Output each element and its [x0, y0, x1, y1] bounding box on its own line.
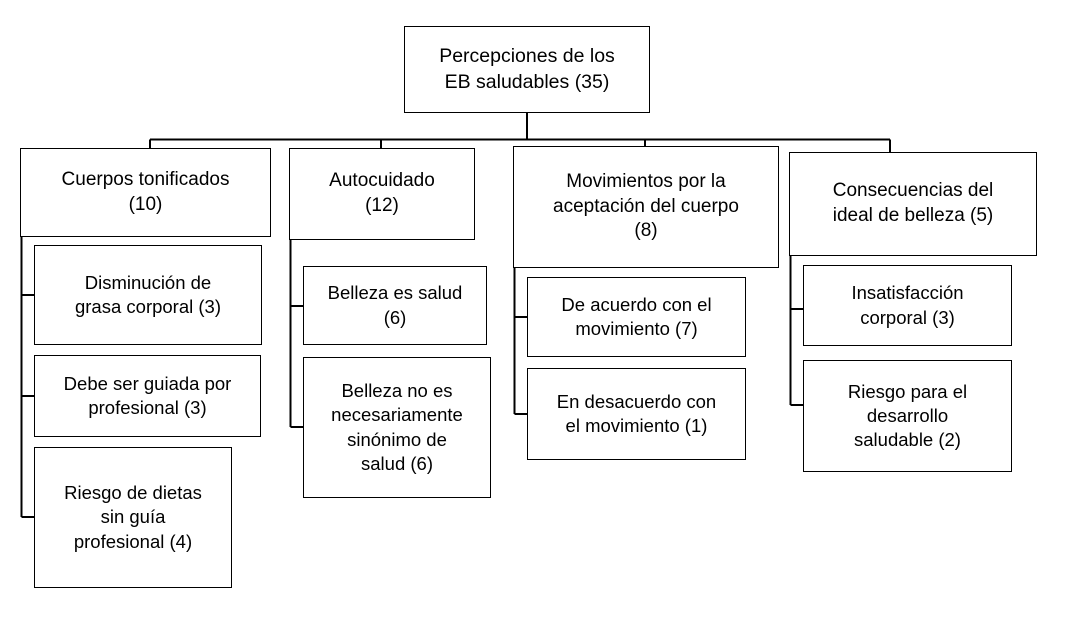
node-sub-belleza-no-sinonimo-salud-label: Belleza no es necesariamente sinónimo de…: [331, 380, 463, 474]
node-sub-de-acuerdo-movimiento[interactable]: De acuerdo con el movimiento (7): [527, 277, 746, 357]
node-sub-debe-ser-guiada-profesional-label: Debe ser guiada por profesional (3): [63, 372, 232, 418]
node-category-cuerpos-tonificados[interactable]: Cuerpos tonificados (10): [20, 148, 271, 237]
node-sub-disminucion-grasa-corporal-label: Disminución de grasa corporal (3): [74, 271, 221, 317]
node-sub-insatisfaccion-corporal-label: Insatisfacción corporal (3): [851, 282, 964, 328]
node-sub-riesgo-desarrollo-saludable[interactable]: Riesgo para el desarrollo saludable (2): [803, 360, 1012, 472]
node-sub-insatisfaccion-corporal[interactable]: Insatisfacción corporal (3): [803, 265, 1012, 346]
node-root-label: Percepciones de los EB saludables (35): [439, 45, 615, 93]
node-sub-disminucion-grasa-corporal[interactable]: Disminución de grasa corporal (3): [34, 245, 262, 345]
node-sub-riesgo-desarrollo-saludable-label: Riesgo para el desarrollo saludable (2): [847, 380, 968, 451]
node-category-movimientos-aceptacion-cuerpo-label: Movimientos por la aceptación del cuerpo…: [553, 170, 739, 242]
node-sub-belleza-no-sinonimo-salud[interactable]: Belleza no es necesariamente sinónimo de…: [303, 357, 491, 498]
node-sub-riesgo-dietas-sin-guia[interactable]: Riesgo de dietas sin guía profesional (4…: [34, 447, 232, 588]
node-sub-belleza-es-salud[interactable]: Belleza es salud (6): [303, 266, 487, 345]
node-category-movimientos-aceptacion-cuerpo[interactable]: Movimientos por la aceptación del cuerpo…: [513, 146, 779, 268]
node-sub-en-desacuerdo-movimiento-label: En desacuerdo con el movimiento (1): [556, 390, 717, 436]
node-sub-en-desacuerdo-movimiento[interactable]: En desacuerdo con el movimiento (1): [527, 368, 746, 460]
node-sub-debe-ser-guiada-profesional[interactable]: Debe ser guiada por profesional (3): [34, 355, 261, 437]
node-category-consecuencias-ideal-belleza-label: Consecuencias del ideal de belleza (5): [832, 180, 994, 226]
node-sub-riesgo-dietas-sin-guia-label: Riesgo de dietas sin guía profesional (4…: [64, 482, 202, 552]
node-category-cuerpos-tonificados-label: Cuerpos tonificados (10): [61, 168, 230, 215]
node-sub-de-acuerdo-movimiento-label: De acuerdo con el movimiento (7): [561, 293, 712, 339]
node-category-autocuidado[interactable]: Autocuidado (12): [289, 148, 475, 240]
node-sub-belleza-es-salud-label: Belleza es salud (6): [327, 282, 463, 328]
node-category-consecuencias-ideal-belleza[interactable]: Consecuencias del ideal de belleza (5): [789, 152, 1037, 256]
node-root[interactable]: Percepciones de los EB saludables (35): [404, 26, 650, 113]
node-category-autocuidado-label: Autocuidado (12): [329, 170, 435, 216]
